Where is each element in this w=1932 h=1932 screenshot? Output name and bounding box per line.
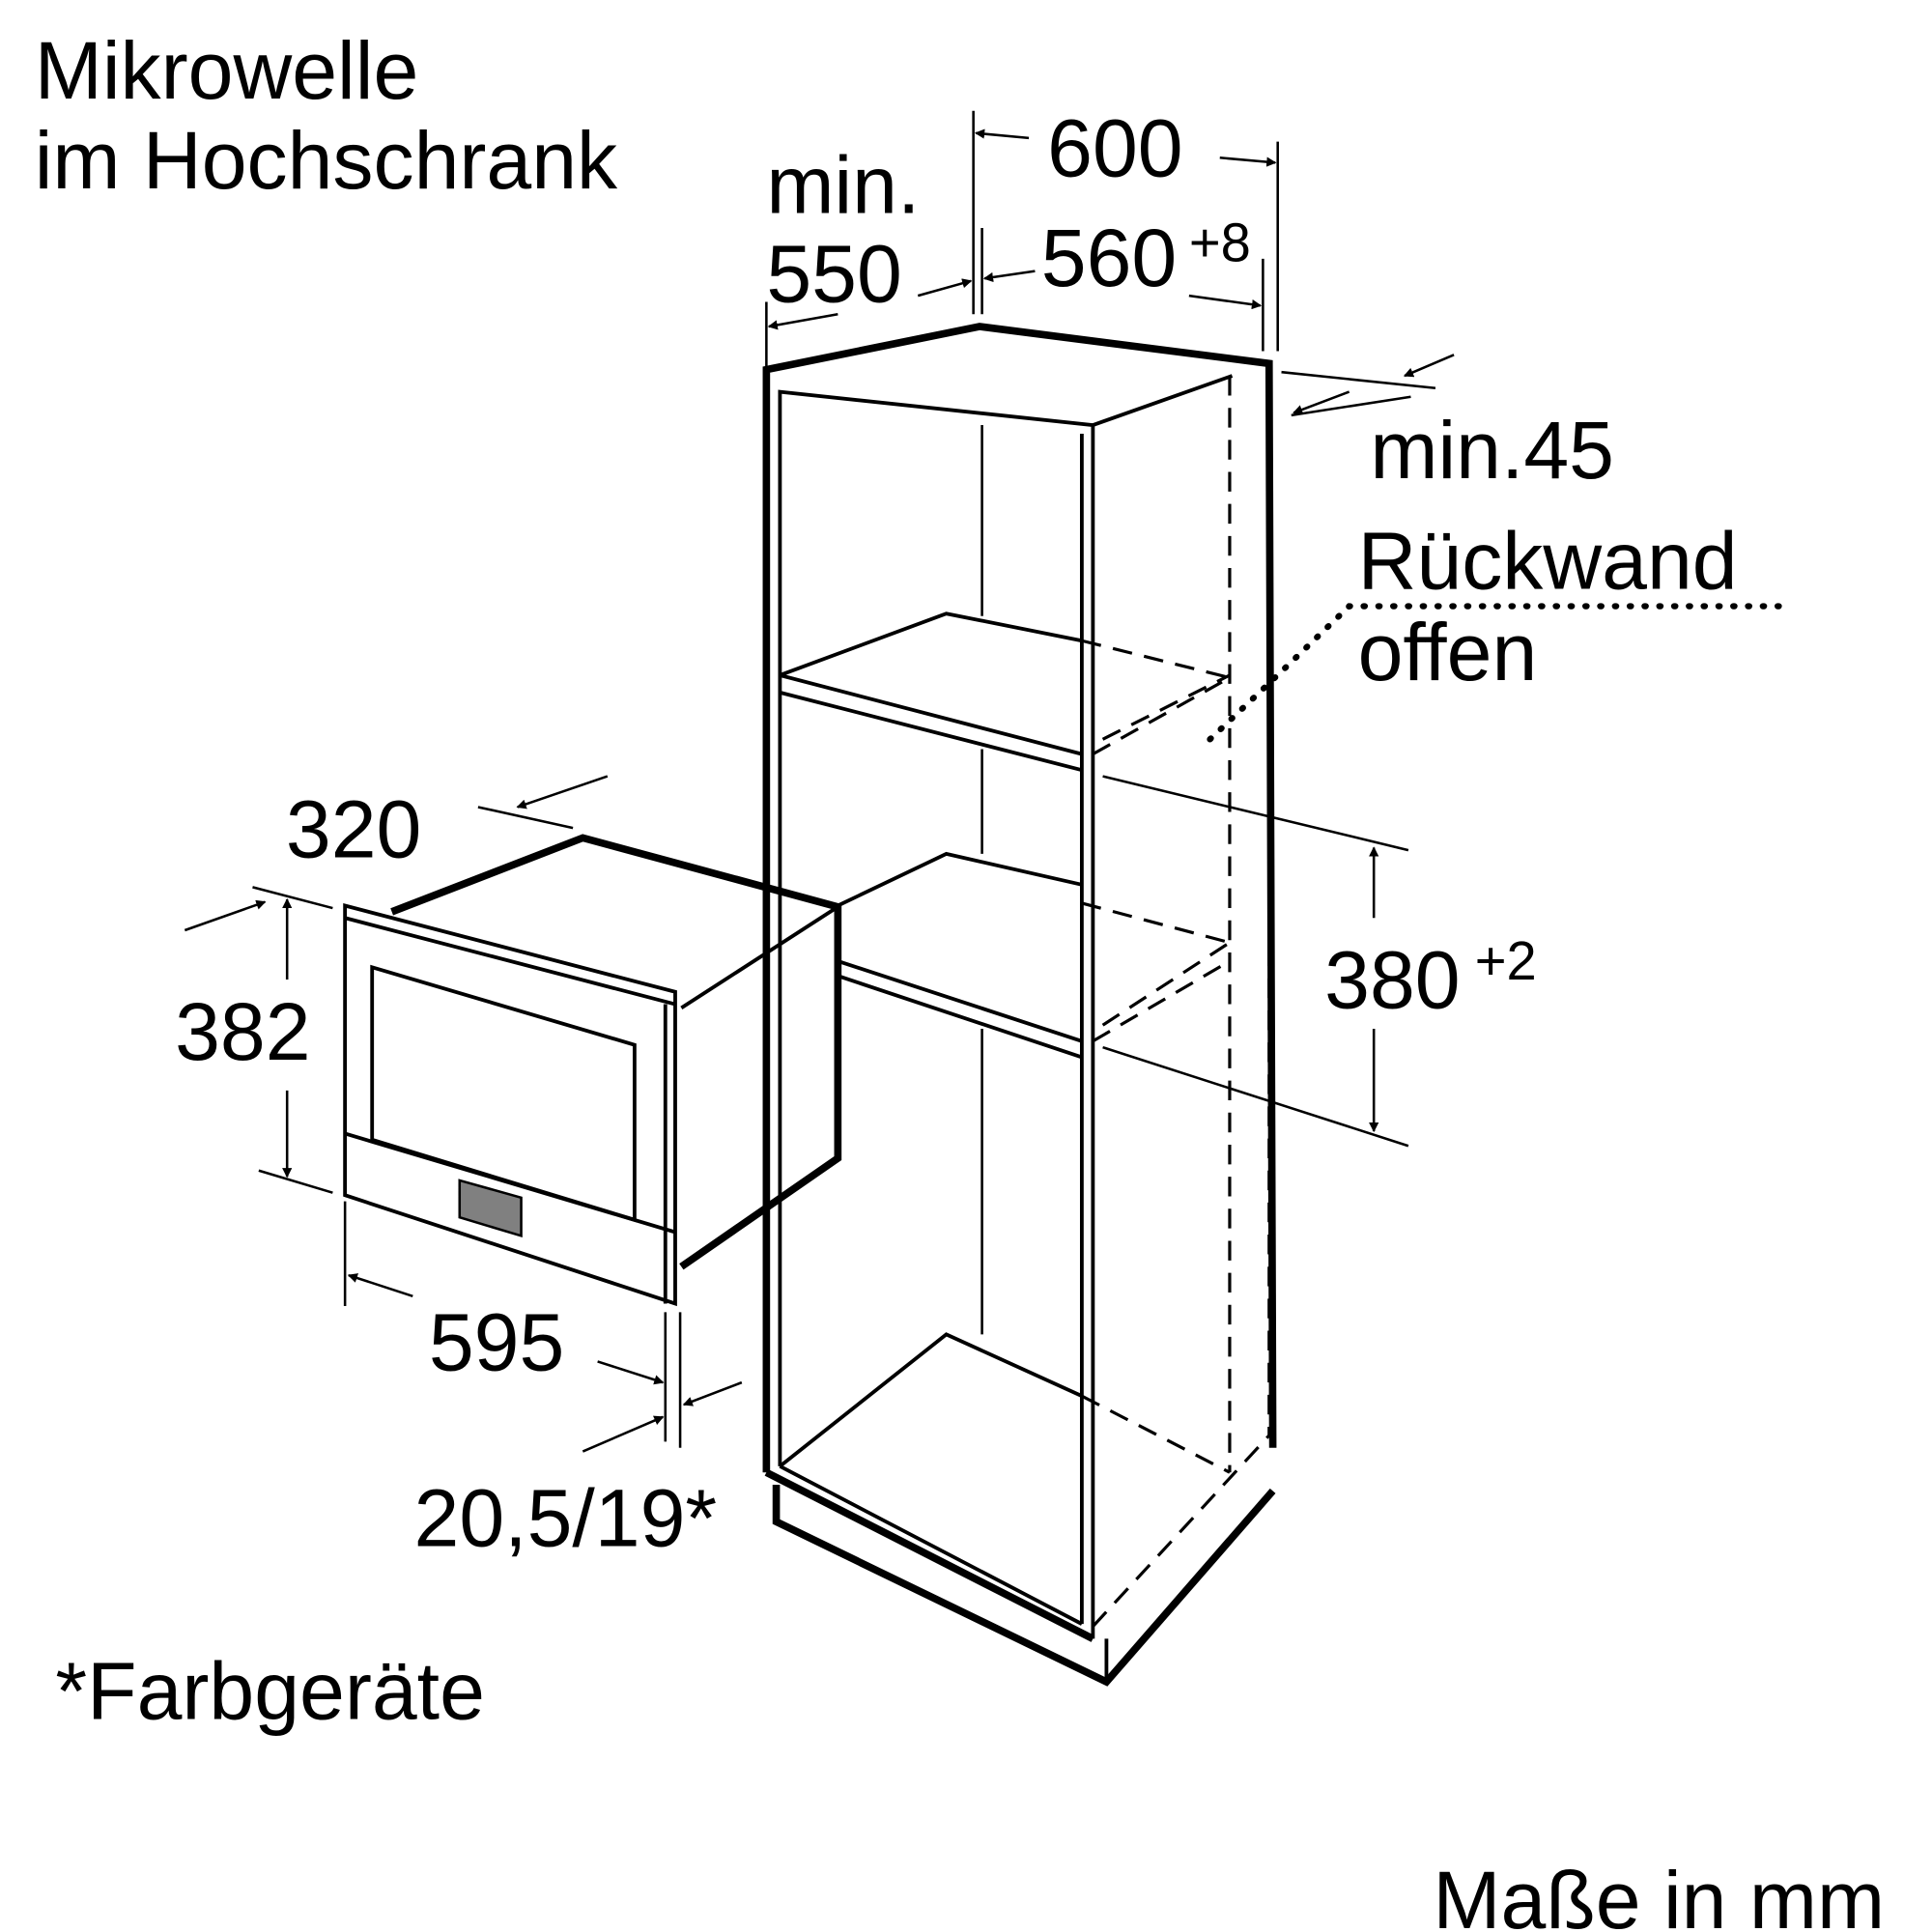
dim-382: 382 xyxy=(175,986,310,1077)
tall-cabinet xyxy=(762,323,1790,1687)
rear-wall-label-2: offen xyxy=(1358,607,1538,697)
dim-380-tolerance: +2 xyxy=(1475,930,1537,991)
dim-600: 600 xyxy=(1047,102,1182,193)
dimension-lines xyxy=(184,110,1455,1453)
title-line-2: im Hochschrank xyxy=(35,115,618,206)
dim-320: 320 xyxy=(286,784,421,875)
microwave xyxy=(343,834,842,1307)
dim-560-tolerance: +8 xyxy=(1189,212,1251,272)
units-note: Maße in mm xyxy=(1433,1855,1885,1932)
dim-380: 380 xyxy=(1324,934,1460,1025)
control-panel xyxy=(458,1179,523,1238)
rear-wall-label-1: Rückwand xyxy=(1358,516,1738,607)
title-line-1: Mikrowelle xyxy=(35,25,419,116)
footnote: *Farbgeräte xyxy=(55,1645,484,1736)
dim-550: 550 xyxy=(766,229,901,320)
rear-wall-leader xyxy=(1207,603,1790,743)
dim-560: 560 xyxy=(1041,213,1177,303)
dim-min-label: min. xyxy=(766,140,920,231)
dim-595: 595 xyxy=(429,1296,564,1387)
dim-min45: min.45 xyxy=(1370,405,1614,496)
dim-front-thickness: 20,5/19* xyxy=(414,1473,718,1564)
